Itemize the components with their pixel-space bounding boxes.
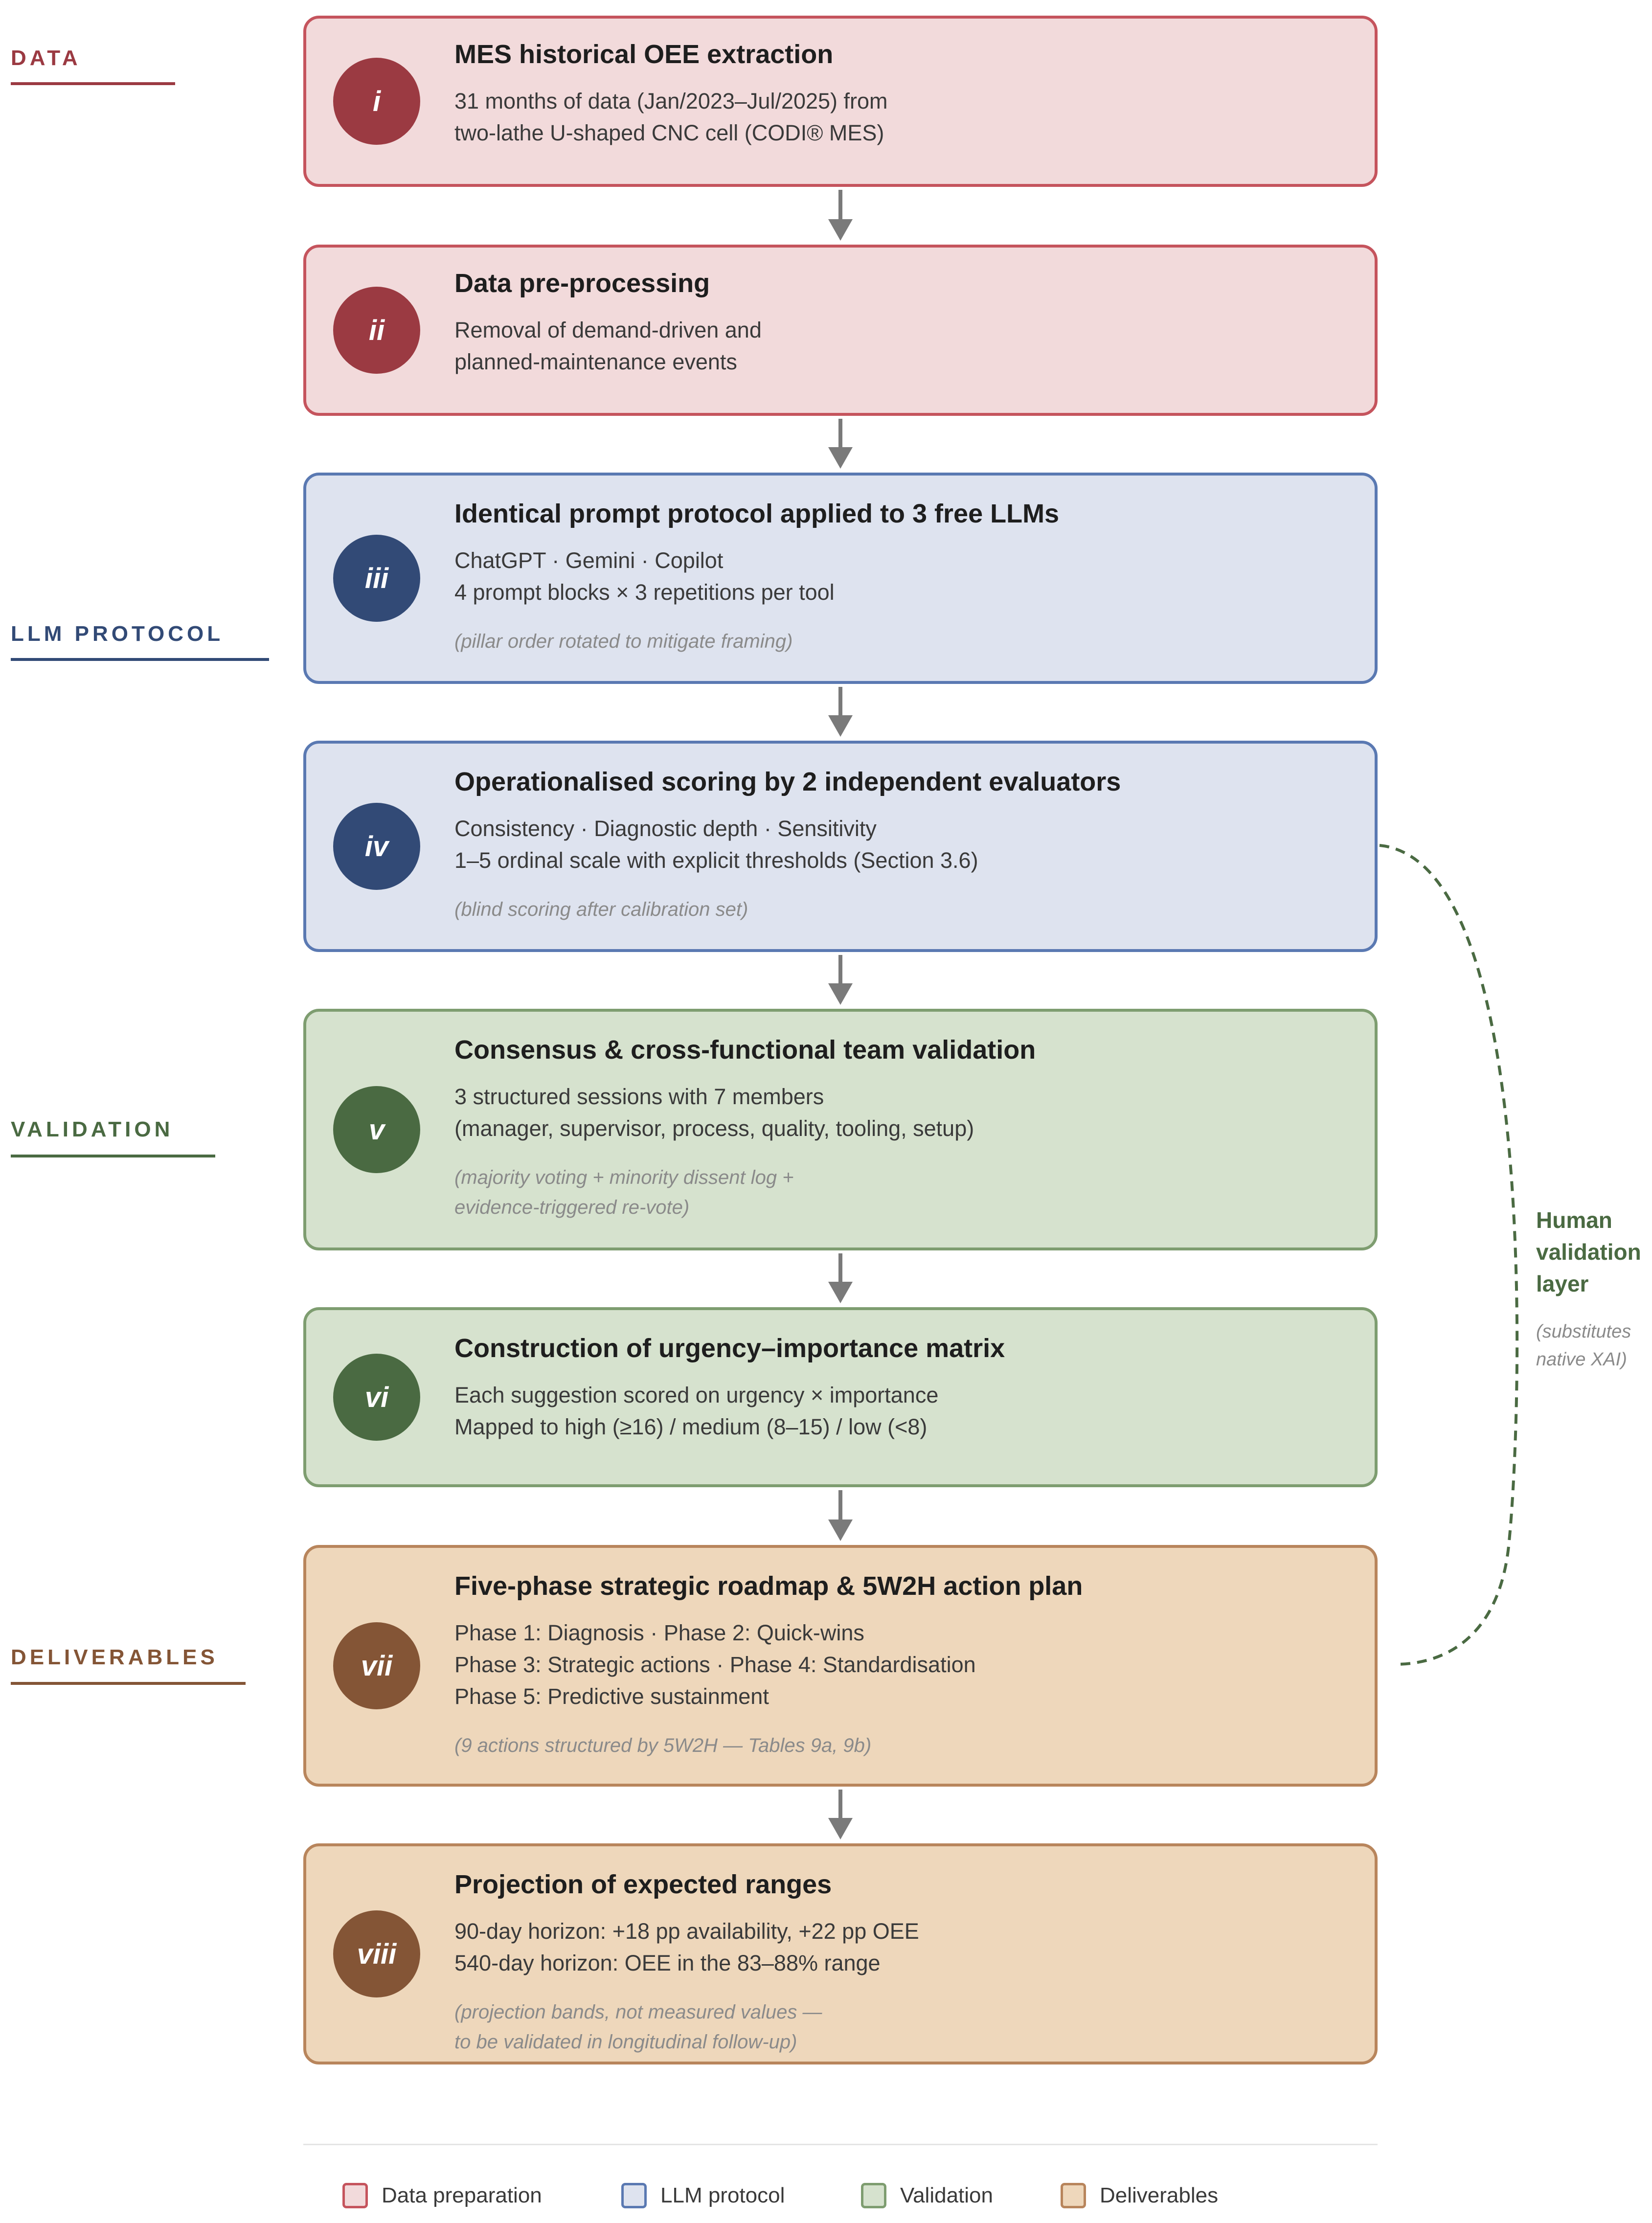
- side-annotation-sub-line: (substitutes: [1536, 1321, 1631, 1342]
- step-title: Consensus & cross-functional team valida…: [454, 1035, 1036, 1065]
- step-detail-line: 31 months of data (Jan/2023–Jul/2025) fr…: [454, 89, 888, 113]
- legend-label: Deliverables: [1100, 2183, 1219, 2207]
- step-detail-line: 1–5 ordinal scale with explicit threshol…: [454, 848, 978, 873]
- step-title: Data pre-processing: [454, 269, 710, 298]
- step-box-i: i MES historical OEE extraction 31 month…: [303, 16, 1378, 187]
- legend-label: Data preparation: [382, 2183, 542, 2207]
- step-number-badge: ii: [333, 287, 420, 374]
- step-note: (pillar order rotated to mitigate framin…: [454, 631, 793, 652]
- step-box-viii: viii Projection of expected ranges 90-da…: [303, 1843, 1378, 2064]
- legend-label: LLM protocol: [660, 2183, 785, 2207]
- connector-arrow-head: [828, 1818, 853, 1839]
- side-annotation-title: Human validation layer: [1536, 1204, 1649, 1300]
- legend-swatch: [621, 2183, 647, 2208]
- step-detail-line: Mapped to high (≥16) / medium (8–15) / l…: [454, 1414, 928, 1439]
- side-annotation-title-line: layer: [1536, 1271, 1589, 1296]
- section-rule-llm-protocol: [11, 658, 269, 661]
- step-box-vi: vi Construction of urgency–importance ma…: [303, 1307, 1378, 1487]
- step-title: Identical prompt protocol applied to 3 f…: [454, 499, 1060, 528]
- step-title: Operationalised scoring by 2 independent…: [454, 767, 1121, 796]
- step-detail-line: Each suggestion scored on urgency × impo…: [454, 1383, 939, 1407]
- connector-arrow-shaft: [838, 1790, 842, 1818]
- step-detail-line: Phase 3: Strategic actions · Phase 4: St…: [454, 1652, 976, 1677]
- step-box-iv: iv Operationalised scoring by 2 independ…: [303, 741, 1378, 952]
- step-box-vii: vii Five-phase strategic roadmap & 5W2H …: [303, 1545, 1378, 1787]
- step-box-v: v Consensus & cross-functional team vali…: [303, 1009, 1378, 1250]
- connector-arrow-shaft: [838, 1490, 842, 1520]
- step-note: (majority voting + minority dissent log …: [454, 1167, 794, 1188]
- step-detail-line: ChatGPT · Gemini · Copilot: [454, 548, 724, 573]
- side-annotation-sub-line: native XAI): [1536, 1349, 1627, 1370]
- legend-swatch: [342, 2183, 368, 2208]
- step-box-iii: iii Identical prompt protocol applied to…: [303, 473, 1378, 684]
- legend-divider: [303, 2144, 1378, 2145]
- side-annotation-title-line: validation: [1536, 1239, 1641, 1265]
- section-label-data: DATA: [11, 46, 81, 70]
- step-note: (projection bands, not measured values —: [454, 2001, 822, 2023]
- connector-arrow-shaft: [838, 1253, 842, 1282]
- step-number-badge: iii: [333, 535, 420, 622]
- legend-item-data-preparation: Data preparation: [342, 2183, 542, 2208]
- legend-swatch: [861, 2183, 886, 2208]
- section-label-validation: VALIDATION: [11, 1117, 174, 1141]
- step-number-badge: viii: [333, 1910, 420, 1997]
- step-detail-line: planned-maintenance events: [454, 349, 737, 374]
- connector-arrow-head: [828, 1520, 853, 1541]
- step-number-badge: vii: [333, 1622, 420, 1709]
- step-number-badge: vi: [333, 1354, 420, 1441]
- step-note: (blind scoring after calibration set): [454, 899, 748, 920]
- connector-arrow-shaft: [838, 687, 842, 715]
- connector-arrow-shaft: [838, 955, 842, 983]
- legend-swatch: [1061, 2183, 1086, 2208]
- step-detail-line: Phase 5: Predictive sustainment: [454, 1684, 769, 1709]
- section-label-llm-protocol: LLM PROTOCOL: [11, 622, 224, 646]
- legend-item-validation: Validation: [861, 2183, 993, 2208]
- section-label-deliverables: DELIVERABLES: [11, 1645, 218, 1669]
- step-detail-line: 4 prompt blocks × 3 repetitions per tool: [454, 580, 835, 605]
- section-rule-data: [11, 82, 175, 85]
- step-detail-line: 3 structured sessions with 7 members: [454, 1084, 824, 1109]
- step-title: Five-phase strategic roadmap & 5W2H acti…: [454, 1571, 1083, 1601]
- legend-label: Validation: [900, 2183, 993, 2207]
- step-title: Construction of urgency–importance matri…: [454, 1334, 1005, 1363]
- step-note: to be validated in longitudinal follow-u…: [454, 2031, 797, 2053]
- step-title: Projection of expected ranges: [454, 1870, 832, 1899]
- human-validation-dashed-path: [1379, 844, 1519, 1666]
- legend-item-llm-protocol: LLM protocol: [621, 2183, 785, 2208]
- step-detail-line: (manager, supervisor, process, quality, …: [454, 1116, 974, 1141]
- step-title: MES historical OEE extraction: [454, 40, 834, 69]
- side-annotation-subtitle: (substitutes native XAI): [1536, 1318, 1649, 1374]
- connector-arrow-shaft: [838, 419, 842, 447]
- step-detail-line: Consistency · Diagnostic depth · Sensiti…: [454, 816, 877, 841]
- connector-arrow-head: [828, 715, 853, 737]
- connector-arrow-head: [828, 447, 853, 469]
- section-rule-deliverables: [11, 1682, 246, 1685]
- step-box-ii: ii Data pre-processing Removal of demand…: [303, 245, 1378, 416]
- connector-arrow-head: [828, 983, 853, 1005]
- side-annotation-title-line: Human: [1536, 1207, 1612, 1233]
- step-number-badge: iv: [333, 803, 420, 890]
- connector-arrow-head: [828, 1282, 853, 1303]
- legend-item-deliverables: Deliverables: [1061, 2183, 1218, 2208]
- section-rule-validation: [11, 1155, 215, 1157]
- step-detail-line: two-lathe U-shaped CNC cell (CODI® MES): [454, 120, 884, 145]
- connector-arrow-head: [828, 219, 853, 241]
- step-note: (9 actions structured by 5W2H — Tables 9…: [454, 1735, 872, 1756]
- connector-arrow-shaft: [838, 190, 842, 219]
- step-detail-line: Phase 1: Diagnosis · Phase 2: Quick-wins: [454, 1620, 864, 1645]
- step-number-badge: v: [333, 1086, 420, 1173]
- step-detail-line: Removal of demand-driven and: [454, 318, 762, 342]
- step-detail-line: 90-day horizon: +18 pp availability, +22…: [454, 1919, 919, 1944]
- step-detail-line: 540-day horizon: OEE in the 83–88% range: [454, 1951, 881, 1975]
- step-number-badge: i: [333, 58, 420, 145]
- step-note: evidence-triggered re-vote): [454, 1197, 690, 1218]
